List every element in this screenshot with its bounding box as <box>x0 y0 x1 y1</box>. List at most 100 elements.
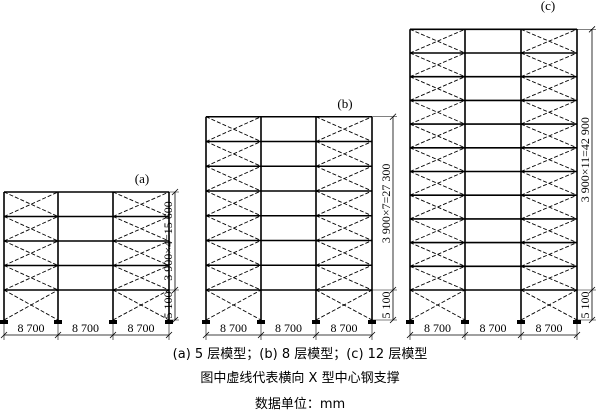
bay-dimension-label: 8 700 <box>128 321 155 335</box>
x-brace <box>112 265 170 291</box>
x-brace <box>409 242 466 267</box>
bay-dimension-label: 8 700 <box>536 321 563 335</box>
x-brace <box>409 265 466 291</box>
dimension-tick <box>171 316 179 324</box>
frame-model-3: (c) 8 700 8 700 8 700 5 100 3 900×11=42 900 <box>406 0 596 340</box>
bay-dimension-label: 8 700 <box>424 321 451 335</box>
x-brace <box>409 218 466 244</box>
x-brace <box>409 218 466 244</box>
x-brace <box>315 141 373 167</box>
first-story-dimension-label: 5 100 <box>578 292 592 319</box>
dimension-tick <box>312 331 320 339</box>
x-brace <box>205 240 262 266</box>
upper-stories-dimension-label: 3 900×11=42 900 <box>578 117 592 202</box>
dimension-tick <box>54 331 62 339</box>
x-brace <box>520 99 578 125</box>
dimension-tick <box>389 316 397 324</box>
x-brace <box>520 147 578 172</box>
dimension-tick <box>257 331 265 339</box>
dimension-tick <box>588 286 596 294</box>
dimension-tick <box>171 188 179 196</box>
model-label: (b) <box>337 96 352 111</box>
x-brace <box>205 264 262 291</box>
support-icon <box>573 320 581 324</box>
x-brace <box>409 194 466 220</box>
x-brace <box>112 216 170 242</box>
x-brace <box>409 147 466 172</box>
x-brace <box>520 28 578 54</box>
dimension-tick <box>171 286 179 294</box>
x-brace <box>409 76 466 101</box>
bay-dimension-label: 8 700 <box>72 321 99 335</box>
dimension-tick <box>389 113 397 121</box>
x-brace <box>520 194 578 220</box>
dimension-tick <box>573 331 581 339</box>
x-brace <box>3 240 59 266</box>
first-story-dimension-label: 5 100 <box>379 292 393 319</box>
x-brace <box>315 264 373 291</box>
frame-model-1: (a) 8 700 8 700 8 700 5 100 3 900×4=15 600 <box>0 171 179 340</box>
x-brace <box>409 123 466 149</box>
bay-dimension-label: 8 700 <box>480 321 507 335</box>
x-brace <box>409 28 466 54</box>
x-brace <box>520 265 578 291</box>
x-brace <box>205 215 262 241</box>
x-brace <box>409 147 466 172</box>
bay-dimension-label: 8 700 <box>275 321 302 335</box>
caption-units: 数据单位：mm <box>254 397 346 412</box>
support-icon <box>461 320 469 324</box>
x-brace <box>520 76 578 101</box>
x-brace <box>3 240 59 266</box>
caption-bracing-note: 图中虚线代表横向 X 型中心钢支撑 <box>200 371 400 386</box>
dimension-tick <box>368 331 376 339</box>
x-brace <box>409 99 466 125</box>
dimension-tick <box>0 331 8 339</box>
x-brace <box>520 123 578 149</box>
x-brace <box>409 123 466 149</box>
support-icon <box>54 320 62 324</box>
x-brace <box>409 52 466 78</box>
x-brace <box>520 171 578 196</box>
bay-dimension-label: 8 700 <box>18 321 45 335</box>
x-brace <box>409 76 466 101</box>
x-brace <box>3 216 59 242</box>
dimension-tick <box>588 316 596 324</box>
dimension-tick <box>406 331 414 339</box>
x-brace <box>3 265 59 291</box>
support-icon <box>202 320 210 324</box>
dimension-tick <box>461 331 469 339</box>
x-brace <box>409 99 466 125</box>
dimension-tick <box>202 331 210 339</box>
dimension-tick <box>165 331 173 339</box>
support-icon <box>517 320 525 324</box>
caption-models: (a) 5 层模型；(b) 8 层模型；(c) 12 层模型 <box>172 347 428 362</box>
x-brace <box>3 216 59 242</box>
x-brace <box>3 191 59 217</box>
x-brace <box>520 218 578 244</box>
x-brace <box>409 52 466 78</box>
model-label: (a) <box>135 171 149 186</box>
x-brace <box>3 191 59 217</box>
x-brace <box>315 116 373 142</box>
x-brace <box>3 265 59 291</box>
x-brace <box>409 171 466 196</box>
x-brace <box>3 289 59 321</box>
first-story-dimension-label: 5 100 <box>161 292 175 319</box>
x-brace <box>205 116 262 142</box>
x-brace <box>205 190 262 217</box>
x-brace <box>112 289 170 321</box>
x-brace <box>205 165 262 192</box>
x-brace <box>409 265 466 291</box>
upper-stories-dimension-label: 3 900×4=15 600 <box>161 201 175 281</box>
dimension-tick <box>109 331 117 339</box>
x-brace <box>315 215 373 241</box>
bay-dimension-label: 8 700 <box>220 321 247 335</box>
model-label: (c) <box>541 0 555 13</box>
support-icon <box>165 320 173 324</box>
x-brace <box>520 242 578 267</box>
x-brace <box>112 191 170 217</box>
x-brace <box>520 52 578 78</box>
x-brace <box>409 28 466 54</box>
x-brace <box>205 141 262 167</box>
